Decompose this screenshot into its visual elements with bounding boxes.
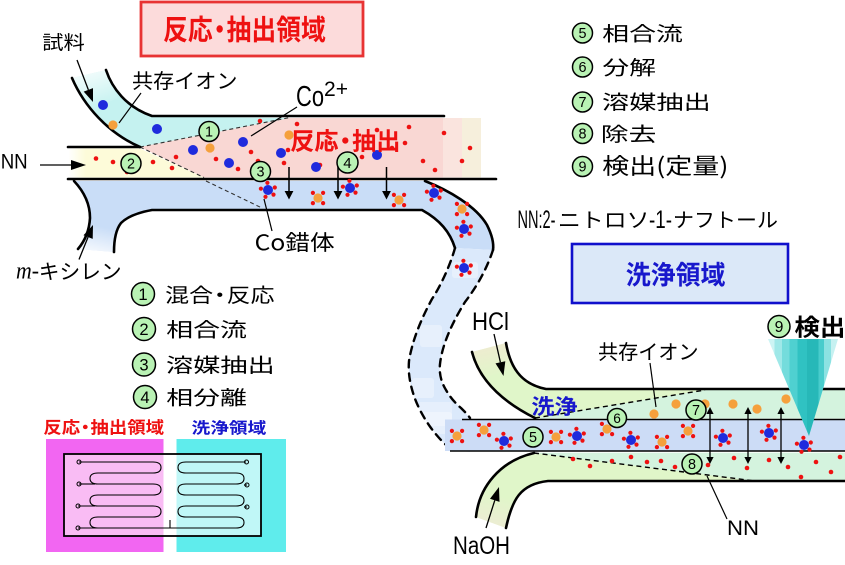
svg-text:7: 7 [578, 95, 586, 111]
svg-text:5: 5 [578, 26, 586, 42]
svg-text:2+: 2+ [324, 78, 348, 101]
svg-text:6: 6 [613, 411, 621, 426]
svg-text:NN: NN [727, 517, 759, 540]
svg-text:3: 3 [256, 165, 264, 181]
svg-text:4: 4 [343, 155, 351, 172]
svg-text:NN: NN [1, 150, 28, 173]
svg-text:8: 8 [688, 457, 696, 473]
svg-text:3: 3 [139, 356, 148, 375]
svg-text:8: 8 [578, 127, 586, 143]
svg-text:2: 2 [139, 320, 148, 339]
svg-text:NN:2-: NN:2- [518, 206, 556, 234]
svg-text:1: 1 [205, 125, 213, 141]
svg-text:2: 2 [127, 157, 135, 173]
svg-text:5: 5 [529, 430, 537, 446]
svg-text:9: 9 [775, 319, 784, 336]
svg-text:6: 6 [578, 60, 586, 76]
svg-text:7: 7 [692, 403, 700, 419]
svg-text:4: 4 [140, 388, 149, 407]
svg-text:9: 9 [578, 160, 586, 176]
svg-text:Co: Co [296, 81, 324, 113]
svg-text:HCl: HCl [472, 308, 509, 336]
svg-text:1: 1 [138, 285, 147, 304]
svg-text:m-: m- [16, 259, 39, 285]
svg-text:-1-: -1- [649, 206, 672, 234]
svg-text:NaOH: NaOH [453, 532, 510, 560]
